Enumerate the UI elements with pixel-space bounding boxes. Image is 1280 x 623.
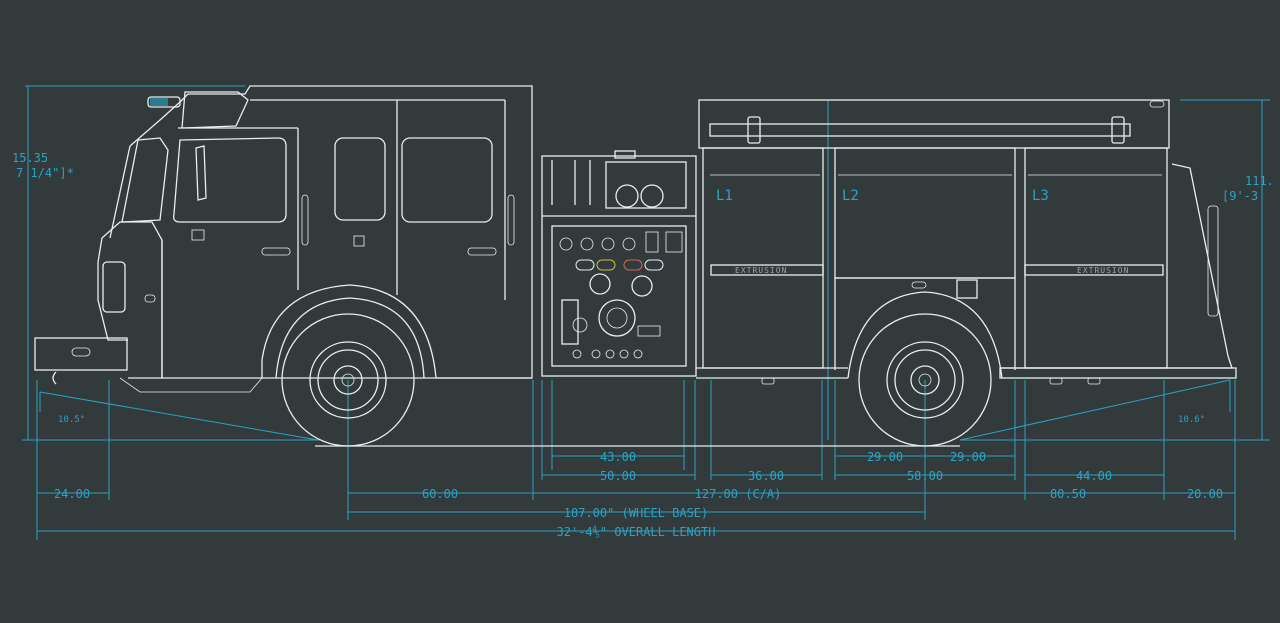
- dim-comp-l2: 58.00: [907, 469, 943, 483]
- dimension-labels: 15.35 7 1/4"]* 111. [9'-3 10.5° 10.6° 43…: [12, 151, 1274, 539]
- compartment-l3: L3: [1032, 188, 1049, 204]
- left-height-fraction: 7 1/4"]*: [16, 166, 74, 180]
- dim-pump-module: 50.00: [600, 469, 636, 483]
- rear-angle-label: 10.6°: [1178, 415, 1205, 425]
- dim-rear-body: 80.50: [1050, 487, 1086, 501]
- dim-cab-to-axle: 127.00 (C/A): [695, 487, 782, 501]
- pump-module: [541, 150, 697, 377]
- body: EXTRUSION EXTRUSION L1 L2 L3: [696, 99, 1237, 385]
- compartment-l1: L1: [716, 188, 733, 204]
- dim-overall-length: 32'-4⅘" OVERALL LENGTH: [557, 525, 716, 539]
- front-angle-label: 10.5°: [58, 415, 85, 425]
- dim-comp-l3: 44.00: [1076, 469, 1112, 483]
- dim-front-to-ca: 60.00: [422, 487, 458, 501]
- left-height-value: 15.35: [12, 151, 48, 165]
- dim-axle-right: 29.00: [950, 450, 986, 464]
- extrusion-label-left: EXTRUSION: [735, 266, 787, 275]
- right-height-fraction: [9'-3: [1222, 189, 1258, 203]
- cab: [34, 85, 533, 393]
- dim-comp-l1: 36.00: [748, 469, 784, 483]
- extrusion-label-right: EXTRUSION: [1077, 266, 1129, 275]
- dim-pump-panel: 43.00: [600, 450, 636, 464]
- dim-axle-left: 29.00: [867, 450, 903, 464]
- dim-rear-overhang: 20.00: [1187, 487, 1223, 501]
- compartment-l2: L2: [842, 188, 859, 204]
- right-height-value: 111.: [1245, 174, 1274, 188]
- dim-wheel-base: 187.00" (WHEEL BASE): [564, 506, 709, 520]
- dim-front-overhang: 24.00: [54, 487, 90, 501]
- dimension-lines: [22, 85, 1270, 540]
